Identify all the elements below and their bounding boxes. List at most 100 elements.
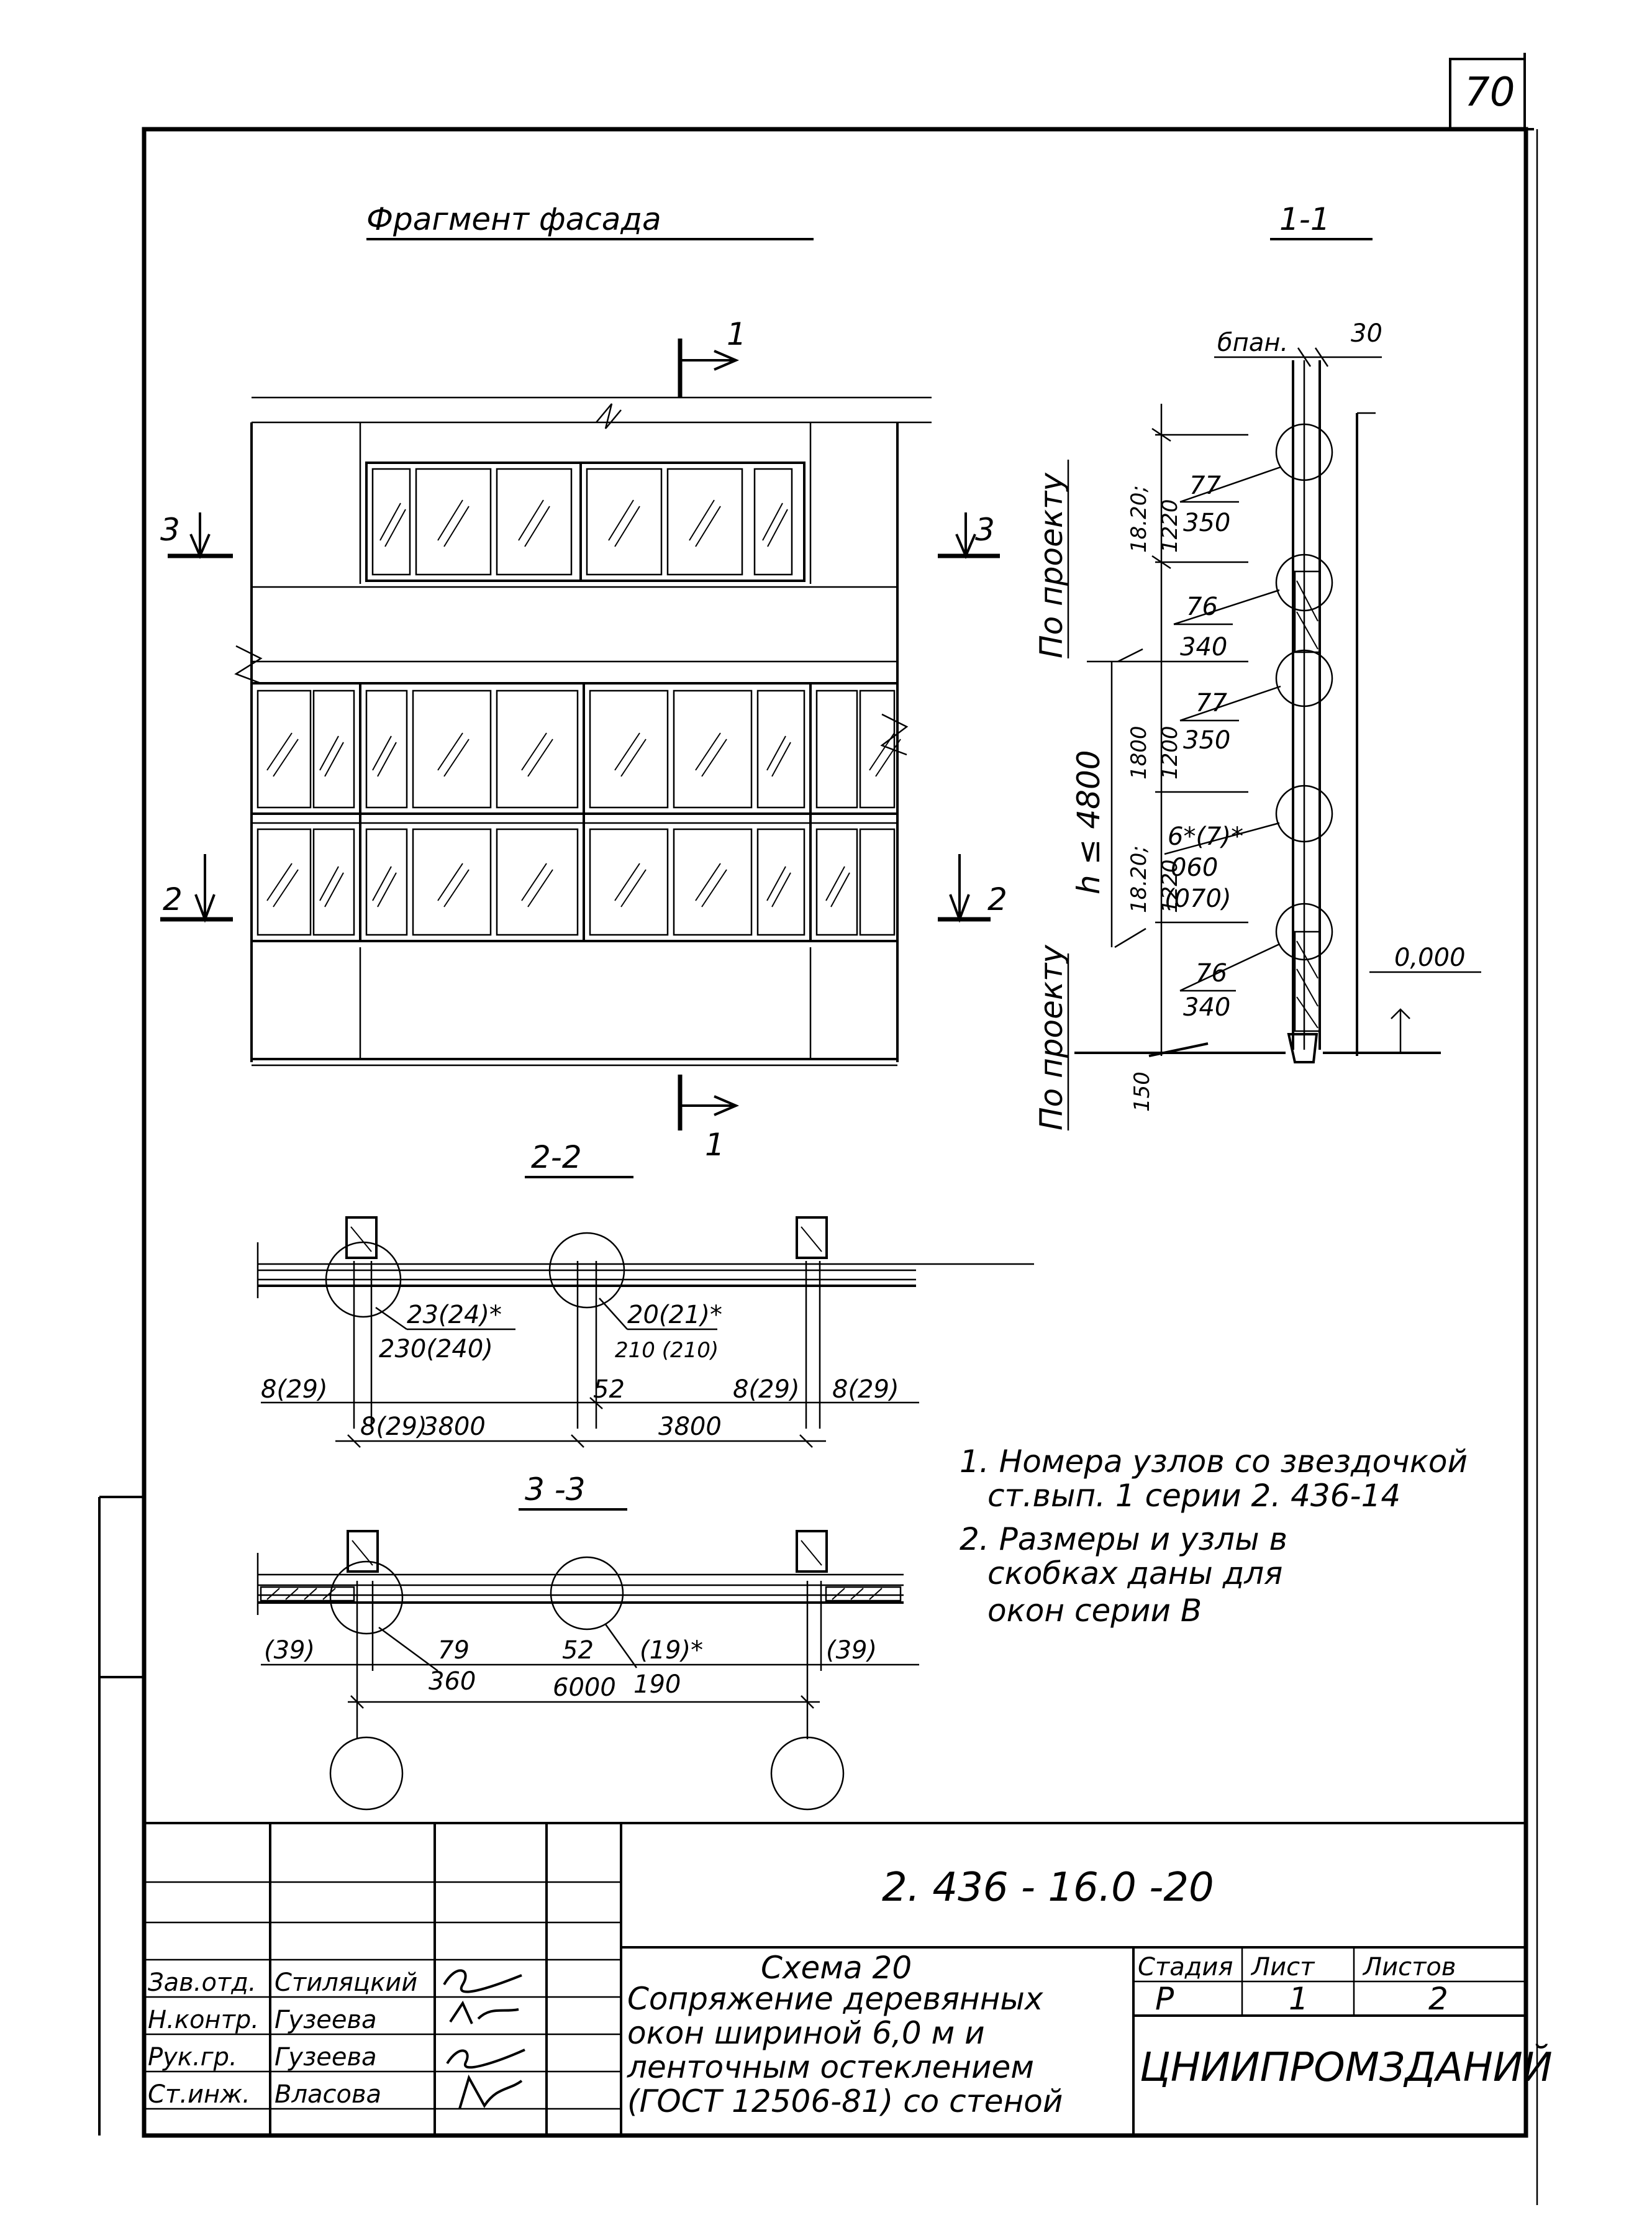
svg-text:30: 30: [1351, 319, 1382, 348]
description-line: (ГОСТ 12506-81) со стеной: [627, 2083, 1063, 2119]
svg-text:3: 3: [160, 512, 180, 548]
svg-text:150: 150: [1130, 1071, 1155, 1112]
svg-text:0,000: 0,000: [1394, 944, 1466, 972]
svg-text:210 (210): 210 (210): [615, 1338, 719, 1363]
glass-marks: [266, 499, 901, 907]
node-circle: [550, 1556, 624, 1631]
node-circle: [1275, 649, 1333, 707]
node-circle: [1275, 423, 1333, 481]
stage-value: Р: [1155, 1981, 1174, 2017]
axis-marker-circle: [770, 1736, 845, 1811]
node-circle: [548, 1232, 625, 1309]
role-label: Рук.гр.: [148, 2043, 237, 2072]
section-1-1-title: 1-1: [1279, 201, 1330, 237]
title-block: 2. 436 - 16.0 -20 Схема 20 Сопряжение де…: [144, 1822, 1553, 2136]
note-line: 2. Размеры и узлы в: [960, 1521, 1287, 1557]
description-line: окон шириной 6,0 м и: [627, 2015, 985, 2051]
svg-text:20(21)*: 20(21)*: [627, 1301, 722, 1329]
svg-text:23(24)*: 23(24)*: [407, 1301, 502, 1329]
person-name: Гузеева: [275, 2043, 377, 2072]
svg-text:52: 52: [593, 1375, 625, 1404]
note-line: ст.вып. 1 серии 2. 436-14: [987, 1478, 1400, 1514]
note-line: скобках даны для: [987, 1555, 1282, 1591]
svg-text:(39): (39): [264, 1636, 315, 1665]
node-circle: [325, 1241, 402, 1318]
sheet-value: 1: [1289, 1981, 1309, 2017]
svg-text:350: 350: [1183, 726, 1230, 755]
page-number: 70: [1464, 70, 1515, 116]
svg-text:1200: 1200: [1158, 726, 1182, 780]
upper-band-window: [365, 462, 806, 582]
svg-text:8(29): 8(29): [261, 1375, 328, 1404]
svg-text:(19)*: (19)*: [640, 1636, 703, 1665]
svg-text:76: 76: [1186, 593, 1218, 621]
svg-text:(070): (070): [1164, 885, 1232, 913]
node-circle: [329, 1560, 404, 1635]
section-3-3-title: 3 -3: [525, 1472, 586, 1508]
document-code: 2. 436 - 16.0 -20: [882, 1865, 1214, 1911]
svg-text:060: 060: [1171, 853, 1218, 882]
scheme-title: Схема 20: [761, 1950, 912, 1986]
section-1-1: 1-1 бпан. 30 0,000: [1033, 201, 1481, 1130]
svg-text:2: 2: [163, 881, 183, 917]
role-label: Ст.инж.: [148, 2080, 250, 2109]
svg-text:8(29): 8(29): [832, 1375, 899, 1404]
svg-text:76: 76: [1196, 959, 1227, 988]
svg-text:360: 360: [429, 1667, 476, 1696]
svg-text:6*(7)*: 6*(7)*: [1168, 822, 1243, 851]
svg-text:3800: 3800: [658, 1412, 722, 1441]
svg-text:бпан.: бпан.: [1217, 329, 1288, 357]
svg-text:190: 190: [633, 1670, 681, 1699]
svg-text:3: 3: [975, 512, 995, 548]
svg-text:2: 2: [987, 881, 1007, 917]
person-name: Гузеева: [275, 2006, 377, 2034]
svg-text:(39): (39): [826, 1636, 877, 1665]
facade-fragment: Фрагмент фасада: [160, 201, 1007, 1163]
sheet-frame: [98, 53, 1538, 2205]
notes-block: 1. Номера узлов со звездочкой ст.вып. 1 …: [960, 1444, 1468, 1629]
svg-text:h ≤ 4800: h ≤ 4800: [1071, 750, 1107, 894]
svg-text:1220: 1220: [1158, 499, 1182, 553]
node-circle: [1275, 785, 1333, 843]
svg-text:Лист: Лист: [1250, 1953, 1315, 1981]
role-label: Н.контр.: [148, 2006, 259, 2034]
svg-text:52: 52: [562, 1636, 594, 1665]
svg-text:340: 340: [1183, 993, 1230, 1022]
signature-marks: [443, 1969, 525, 2109]
node-circle: [1275, 553, 1333, 612]
svg-text:1: 1: [705, 1127, 725, 1163]
svg-text:6000: 6000: [553, 1673, 616, 1702]
facade-title: Фрагмент фасада: [366, 201, 661, 237]
svg-text:77: 77: [1196, 689, 1227, 717]
organization-name: ЦНИИПРОМЗДАНИЙ: [1140, 2044, 1553, 2091]
page-number-box: [1449, 58, 1526, 130]
person-name: Стиляцкий: [275, 1968, 417, 1997]
svg-text:Листов: Листов: [1362, 1953, 1456, 1981]
svg-text:1: 1: [727, 316, 747, 352]
svg-text:По проекту: По проекту: [1033, 472, 1069, 658]
svg-text:18.20;: 18.20;: [1127, 485, 1151, 553]
description-line: ленточным остеклением: [627, 2049, 1034, 2085]
note-line: 1. Номера узлов со звездочкой: [960, 1444, 1468, 1480]
svg-text:Стадия: Стадия: [1138, 1953, 1233, 1981]
svg-text:1800: 1800: [1127, 726, 1151, 780]
node-circle: [1275, 903, 1333, 961]
lower-band-windows: [250, 682, 899, 942]
note-line: окон серии В: [987, 1593, 1202, 1629]
svg-text:18.20;: 18.20;: [1127, 845, 1151, 913]
axis-marker-circle: [329, 1736, 404, 1811]
svg-text:1220: 1220: [1158, 859, 1182, 913]
section-3-3: 3 -3 79 360 (19)* 190: [256, 1472, 919, 1811]
sheets-value: 2: [1428, 1981, 1448, 2017]
role-label: Зав.отд.: [148, 1968, 256, 1997]
person-name: Власова: [275, 2080, 381, 2109]
section-2-2: 2-2 23(24)* 230(240) 20(21)* 210 (210): [256, 1139, 1034, 1448]
svg-text:По проекту: По проекту: [1033, 944, 1069, 1130]
svg-text:8(29): 8(29): [733, 1375, 800, 1404]
svg-text:230(240): 230(240): [379, 1335, 493, 1363]
svg-text:79: 79: [438, 1636, 470, 1665]
svg-text:350: 350: [1183, 509, 1230, 537]
svg-text:77: 77: [1189, 471, 1221, 500]
svg-text:3800: 3800: [422, 1412, 486, 1441]
svg-text:8(29): 8(29): [360, 1412, 427, 1441]
